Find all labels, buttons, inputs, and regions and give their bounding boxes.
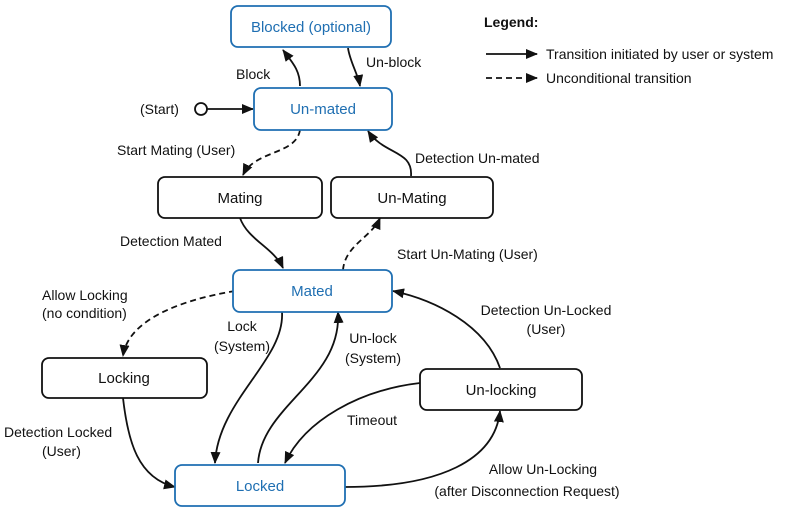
edge-allow-unlocking-label-line1: Allow Un-Locking	[489, 461, 597, 477]
edge-lock	[210, 311, 283, 464]
state-mated-label: Mated	[291, 283, 333, 300]
state-mating: Mating	[157, 176, 323, 219]
edge-unlock-label-line1: Un-lock	[349, 330, 397, 346]
edge-unblock	[347, 47, 364, 87]
edge-detection-unmated	[367, 130, 412, 177]
edge-detection-unlocked	[392, 288, 501, 369]
edge-start-mating-label: Start Mating (User)	[117, 142, 235, 158]
legend-solid-label: Transition initiated by user or system	[546, 46, 773, 62]
edge-unblock-label: Un-block	[366, 54, 422, 70]
edge-allow-locking	[119, 290, 236, 357]
state-unlocking-label: Un-locking	[466, 382, 537, 399]
state-unmating: Un-Mating	[330, 176, 494, 219]
edge-allow-unlocking-label-line2: (after Disconnection Request)	[434, 483, 619, 499]
edge-start-unmating-label: Start Un-Mating (User)	[397, 246, 538, 262]
edge-allow-locking-label-line2: (no condition)	[42, 305, 127, 321]
edge-detection-unlocked-label-line1: Detection Un-Locked	[481, 302, 612, 318]
state-locking-label: Locking	[98, 370, 150, 387]
edge-detection-locked	[122, 397, 176, 490]
state-blocked-label: Blocked (optional)	[251, 19, 371, 36]
state-locked: Locked	[174, 464, 346, 507]
state-unmated-label: Un-mated	[290, 101, 356, 118]
state-unmating-label: Un-Mating	[377, 190, 446, 207]
edge-block-label: Block	[236, 66, 271, 82]
edge-start-unmating	[342, 217, 381, 271]
edge-block	[282, 49, 301, 87]
edge-lock-label-line2: (System)	[214, 338, 270, 354]
edge-lock-label-line1: Lock	[227, 318, 258, 334]
state-blocked: Blocked (optional)	[230, 5, 392, 48]
edge-allow-locking-label-line1: Allow Locking	[42, 287, 128, 303]
edge-unlock	[257, 311, 344, 464]
state-mating-label: Mating	[217, 190, 262, 207]
edge-detection-locked-label-line2: (User)	[42, 443, 81, 459]
edge-detection-locked-label-line1: Detection Locked	[4, 424, 112, 440]
edge-detection-unlocked-label-line2: (User)	[527, 321, 566, 337]
edge-timeout	[284, 382, 421, 464]
edge-allow-unlocking	[344, 410, 504, 488]
edge-detection-mated	[239, 217, 284, 269]
edge-start-mating	[242, 129, 301, 176]
edge-unlock-label-line2: (System)	[345, 350, 401, 366]
start-node	[194, 102, 208, 116]
edge-detection-mated-label: Detection Mated	[120, 233, 222, 249]
legend-dashed-label: Unconditional transition	[546, 70, 692, 86]
edge-detection-unmated-label: Detection Un-mated	[415, 150, 540, 166]
state-unlocking: Un-locking	[419, 368, 583, 411]
start-label: (Start)	[140, 101, 179, 117]
legend: Legend: Transition initiated by user or …	[484, 14, 773, 86]
state-locking: Locking	[41, 357, 208, 399]
edge-timeout-label: Timeout	[347, 412, 397, 428]
state-mated: Mated	[232, 269, 393, 313]
state-locked-label: Locked	[236, 478, 284, 495]
legend-title: Legend:	[484, 14, 538, 30]
state-unmated: Un-mated	[253, 87, 393, 131]
